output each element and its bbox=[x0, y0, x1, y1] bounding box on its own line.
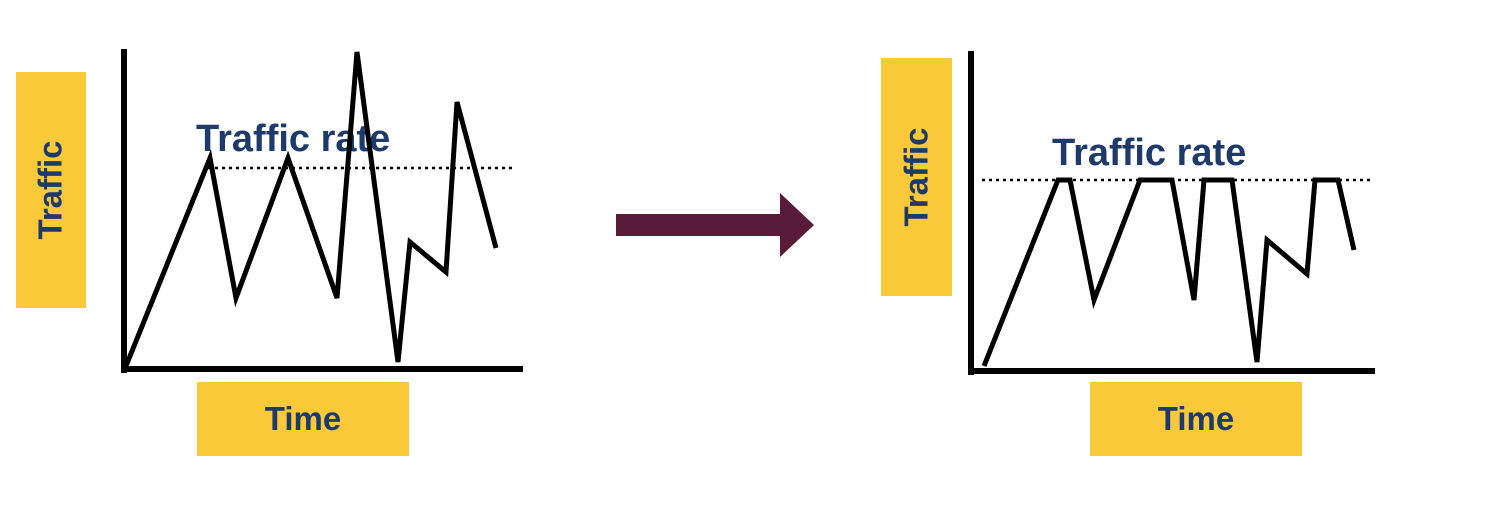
right-time-label-box: Time bbox=[1090, 382, 1302, 456]
left-axes bbox=[121, 49, 523, 373]
left-time-label: Time bbox=[264, 400, 342, 437]
arrow-shaft bbox=[616, 214, 784, 236]
arrow-head bbox=[780, 193, 814, 257]
left-traffic-curve bbox=[123, 51, 499, 367]
right-arrow-icon bbox=[616, 193, 814, 257]
right-traffic-curve bbox=[981, 177, 1357, 367]
right-traffic-label-box: Traffic bbox=[881, 58, 952, 296]
left-traffic-rate-label: Traffic rate bbox=[196, 118, 391, 160]
right-traffic-rate-label: Traffic rate bbox=[1052, 132, 1247, 174]
right-axes bbox=[968, 51, 1375, 375]
left-traffic-label-box: Traffic bbox=[16, 72, 86, 308]
right-time-label: Time bbox=[1157, 400, 1235, 437]
left-time-label-box: Time bbox=[197, 382, 409, 456]
